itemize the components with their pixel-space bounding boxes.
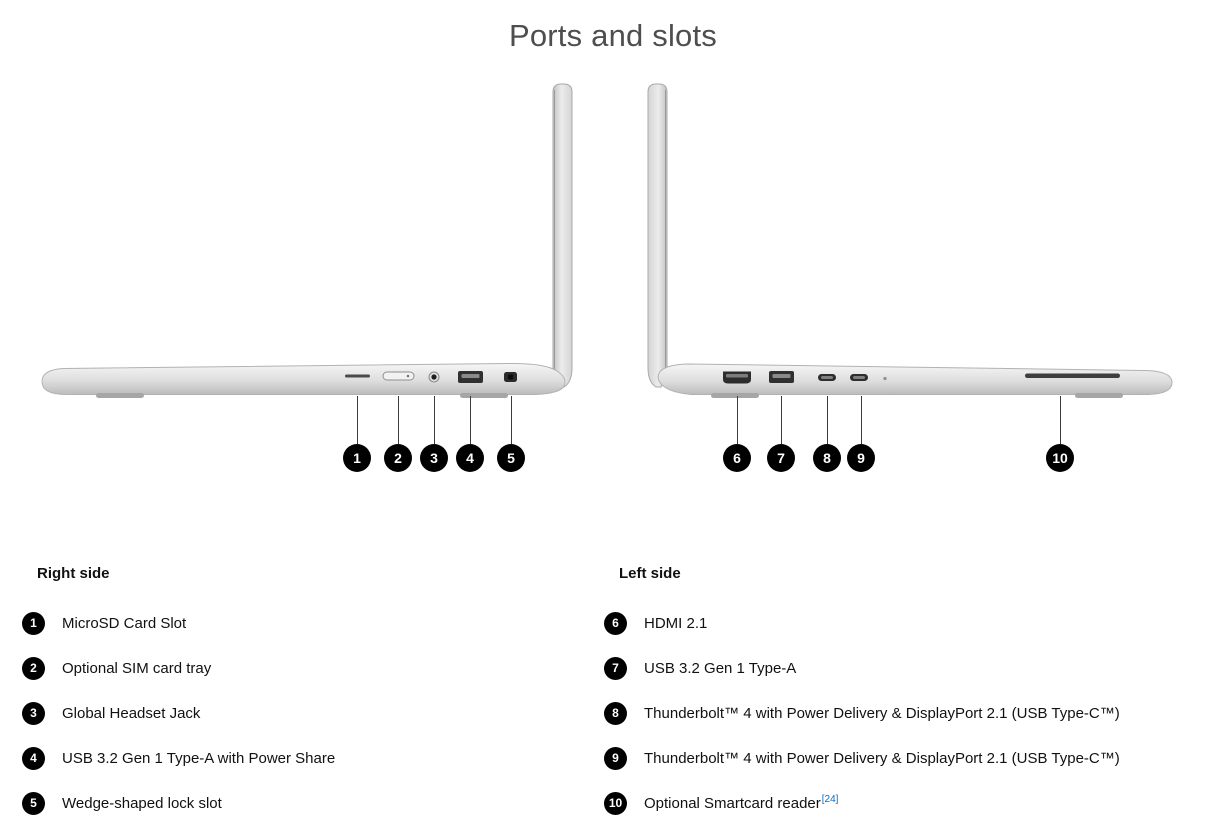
legend-item-thunderbolt-1: 8 Thunderbolt™ 4 with Power Delivery & D…: [604, 701, 1120, 725]
headset-jack-hole-icon: [431, 374, 437, 380]
legend-item-label: Thunderbolt™ 4 with Power Delivery & Dis…: [644, 704, 1120, 722]
usb-c-inner-icon: [853, 376, 865, 379]
callout-9: 9: [847, 444, 875, 472]
legend-item-number: 2: [22, 656, 45, 680]
legend-item-label: Optional Smartcard reader[24]: [644, 794, 838, 812]
callout-7: 7: [767, 444, 795, 472]
laptop-right-side-view: [41, 83, 573, 398]
legend-item-usb-a: 7 USB 3.2 Gen 1 Type-A: [604, 656, 1120, 680]
callout-line-3: [434, 396, 435, 444]
callout-line-1: [357, 396, 358, 444]
footnote-link-24[interactable]: [24]: [821, 794, 839, 805]
legend-left-side-column: Left side 6 HDMI 2.1 7 USB 3.2 Gen 1 Typ…: [604, 565, 1120, 836]
page-title: Ports and slots: [508, 18, 718, 53]
legend-item-number: 1: [22, 611, 45, 635]
legend-item-label: Global Headset Jack: [62, 704, 201, 722]
laptop-screen-profile: [647, 83, 668, 388]
legend-item-number: 3: [22, 701, 45, 725]
callout-4: 4: [456, 444, 484, 472]
callout-line-5: [511, 396, 512, 444]
usb-a-tongue-icon: [772, 374, 791, 378]
laptop-foot: [711, 393, 759, 398]
callout-5: 5: [497, 444, 525, 472]
usb-c-inner-icon: [821, 376, 833, 379]
legend-item-sim-tray: 2 Optional SIM card tray: [22, 656, 335, 680]
legend-item-label-text: Optional Smartcard reader: [644, 795, 821, 812]
callout-line-8: [827, 396, 828, 444]
laptop-screen-profile: [552, 83, 573, 388]
legend-item-number: 4: [22, 746, 45, 770]
legend-right-side-header: Right side: [37, 565, 110, 582]
smartcard-reader-slot-icon: [1025, 373, 1120, 378]
legend-item-number: 7: [604, 656, 627, 680]
callout-line-9: [861, 396, 862, 444]
callout-line-6: [737, 396, 738, 444]
callout-3: 3: [420, 444, 448, 472]
lock-slot-hole-icon: [508, 374, 513, 380]
legend-item-number: 10: [604, 791, 627, 815]
legend-item-label: MicroSD Card Slot: [62, 614, 187, 632]
callout-line-2: [398, 396, 399, 444]
laptop-foot: [1075, 393, 1123, 398]
hdmi-port-inner-icon: [726, 374, 748, 378]
legend-item-number: 8: [604, 701, 627, 725]
legend-item-lock-slot: 5 Wedge-shaped lock slot: [22, 791, 335, 815]
legend-left-side-header: Left side: [619, 565, 681, 582]
legend-item-number: 5: [22, 791, 45, 815]
callout-line-7: [781, 396, 782, 444]
status-led-icon: [883, 376, 887, 381]
callout-line-4: [470, 396, 471, 444]
callout-8: 8: [813, 444, 841, 472]
right-side-ports: [345, 371, 517, 383]
sim-card-tray-icon: [382, 371, 415, 381]
legend-item-thunderbolt-2: 9 Thunderbolt™ 4 with Power Delivery & D…: [604, 746, 1120, 770]
callout-line-10: [1060, 396, 1061, 444]
sim-tray-pinhole-icon: [406, 374, 410, 378]
callout-1: 1: [343, 444, 371, 472]
usb-a-tongue-icon: [461, 374, 480, 378]
microsd-slot-icon: [345, 374, 370, 378]
legend-item-usb-a-powershare: 4 USB 3.2 Gen 1 Type-A with Power Share: [22, 746, 335, 770]
legend-item-microsd: 1 MicroSD Card Slot: [22, 611, 335, 635]
legend-item-label: USB 3.2 Gen 1 Type-A with Power Share: [62, 749, 336, 767]
legend-item-label: Optional SIM card tray: [62, 659, 212, 677]
legend-item-number: 9: [604, 746, 627, 770]
legend-item-headset-jack: 3 Global Headset Jack: [22, 701, 335, 725]
callout-6: 6: [723, 444, 751, 472]
left-side-ports: [723, 371, 1120, 384]
legend-item-label: USB 3.2 Gen 1 Type-A: [644, 659, 797, 677]
legend-item-label: Wedge-shaped lock slot: [62, 794, 222, 812]
laptop-foot: [460, 393, 508, 398]
legend-item-label: HDMI 2.1: [644, 614, 708, 632]
legend-right-side-column: Right side 1 MicroSD Card Slot 2 Optiona…: [22, 565, 335, 836]
laptop-foot: [96, 393, 144, 398]
callout-2: 2: [384, 444, 412, 472]
legend-item-smartcard: 10 Optional Smartcard reader[24]: [604, 791, 1120, 815]
laptop-base-profile: [41, 362, 566, 398]
legend-item-hdmi: 6 HDMI 2.1: [604, 611, 1120, 635]
legend-item-label: Thunderbolt™ 4 with Power Delivery & Dis…: [644, 749, 1120, 767]
callout-10: 10: [1046, 444, 1074, 472]
ports-diagram: 1 2 3 4 5 6 7 8 9 10: [0, 80, 1226, 500]
legend-item-number: 6: [604, 611, 627, 635]
laptop-left-side-view: [647, 83, 1173, 398]
